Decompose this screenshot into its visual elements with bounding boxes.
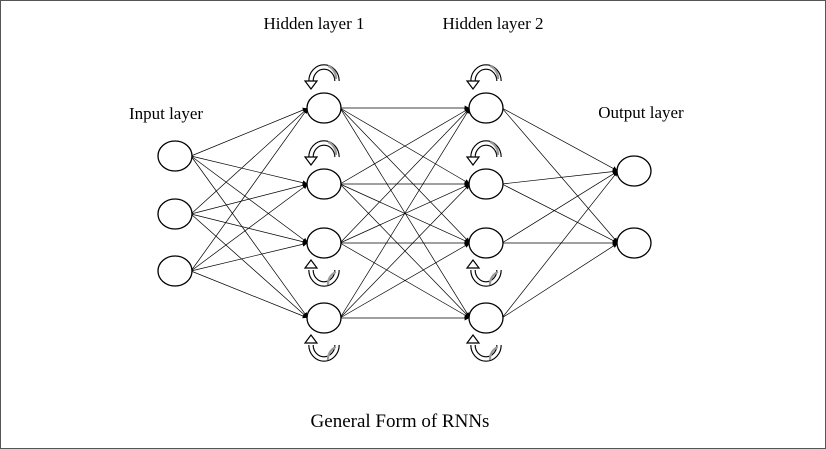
loop-arrowhead	[303, 334, 319, 344]
loop-arrowhead	[465, 334, 481, 344]
node-layer1-1	[157, 140, 193, 172]
node-layer1-3	[157, 255, 193, 287]
loop-shade	[488, 345, 499, 361]
edge-l2-2-to-l3-4	[339, 183, 470, 318]
edge-l3-2-to-l4-2	[501, 183, 618, 243]
edge-l3-1-to-l4-1	[501, 107, 618, 171]
edge-l1-1-to-l2-2	[190, 155, 308, 186]
recurrent-loop-icon-h2-1	[465, 64, 502, 90]
node-layer2-2	[306, 168, 342, 200]
edge-l1-3-to-l2-4	[190, 270, 308, 319]
recurrent-loop-icon-h1-4	[303, 334, 340, 362]
edge-l1-2-to-l2-3	[190, 213, 308, 245]
loop-body	[309, 344, 339, 361]
output-layer-label: Output layer	[598, 103, 684, 122]
edge-l1-2-to-l2-1	[190, 108, 308, 215]
loop-shade	[489, 64, 500, 80]
loop-body	[471, 344, 501, 361]
edge-l3-2-to-l4-1	[501, 169, 618, 185]
edge-l3-3-to-l4-1	[501, 171, 618, 244]
edge-l2-1-to-l3-4	[339, 107, 470, 318]
recurrent-loops	[303, 64, 502, 362]
edge-l1-2-to-l2-4	[190, 213, 308, 318]
node-layer3-2	[468, 168, 504, 200]
node-layer2-4	[306, 302, 342, 334]
edge-l1-1-to-l2-1	[190, 107, 308, 157]
edge-l2-2-to-l3-1	[339, 108, 470, 185]
recurrent-loop-icon-h1-3	[303, 259, 340, 287]
node-layer4-2	[616, 227, 652, 259]
node-layer2-1	[306, 92, 342, 124]
recurrent-loop-icon-h1-2	[303, 140, 340, 166]
recurrent-loop-icon-h2-4	[465, 334, 502, 362]
input-layer-label: Input layer	[129, 104, 203, 123]
edge-l1-3-to-l2-3	[190, 241, 308, 272]
recurrent-loop-icon-h2-3	[465, 259, 502, 287]
node-layer1-2	[157, 198, 193, 230]
node-layer4-1	[616, 155, 652, 187]
edge-l3-4-to-l4-1	[501, 171, 618, 319]
edge-l2-4-to-l3-3	[339, 243, 470, 319]
loop-shade	[327, 140, 338, 156]
hidden-layer-2-label: Hidden layer 2	[442, 14, 543, 33]
loop-shade	[488, 270, 499, 286]
loop-shade	[326, 345, 337, 361]
edge-l2-4-to-l3-1	[339, 108, 470, 319]
recurrent-loop-icon-h1-1	[303, 64, 340, 90]
edge-l1-2-to-l2-2	[190, 182, 308, 215]
loop-shade	[489, 140, 500, 156]
edge-l2-3-to-l3-1	[339, 108, 470, 244]
edge-l1-1-to-l2-4	[190, 155, 308, 318]
node-layer3-3	[468, 227, 504, 259]
recurrent-loop-icon-h2-2	[465, 140, 502, 166]
loop-shade	[327, 64, 338, 80]
node-layer3-4	[468, 302, 504, 334]
loop-arrowhead	[465, 259, 481, 269]
edge-l2-4-to-l3-2	[339, 184, 470, 319]
node-layer3-1	[468, 92, 504, 124]
loop-arrowhead	[303, 259, 319, 269]
node-layer2-3	[306, 227, 342, 259]
connection-edges	[190, 105, 618, 321]
loop-arrowhead	[303, 80, 319, 90]
loop-body	[309, 269, 339, 286]
edge-l2-1-to-l3-3	[339, 107, 470, 243]
diagram-caption: General Form of RNNs	[311, 411, 490, 432]
edge-l3-4-to-l4-2	[501, 243, 618, 319]
loop-shade	[326, 270, 337, 286]
loop-arrowhead	[465, 156, 481, 166]
loop-arrowhead	[303, 156, 319, 166]
edge-l1-3-to-l2-1	[190, 108, 308, 272]
hidden-layer-1-label: Hidden layer 1	[263, 14, 364, 33]
loop-body	[471, 269, 501, 286]
edge-l2-1-to-l3-2	[339, 107, 470, 184]
neuron-nodes	[157, 92, 652, 334]
edge-l1-3-to-l2-2	[190, 184, 308, 272]
loop-arrowhead	[465, 80, 481, 90]
edge-l3-1-to-l4-2	[501, 107, 618, 243]
edge-l2-3-to-l3-4	[339, 242, 470, 318]
